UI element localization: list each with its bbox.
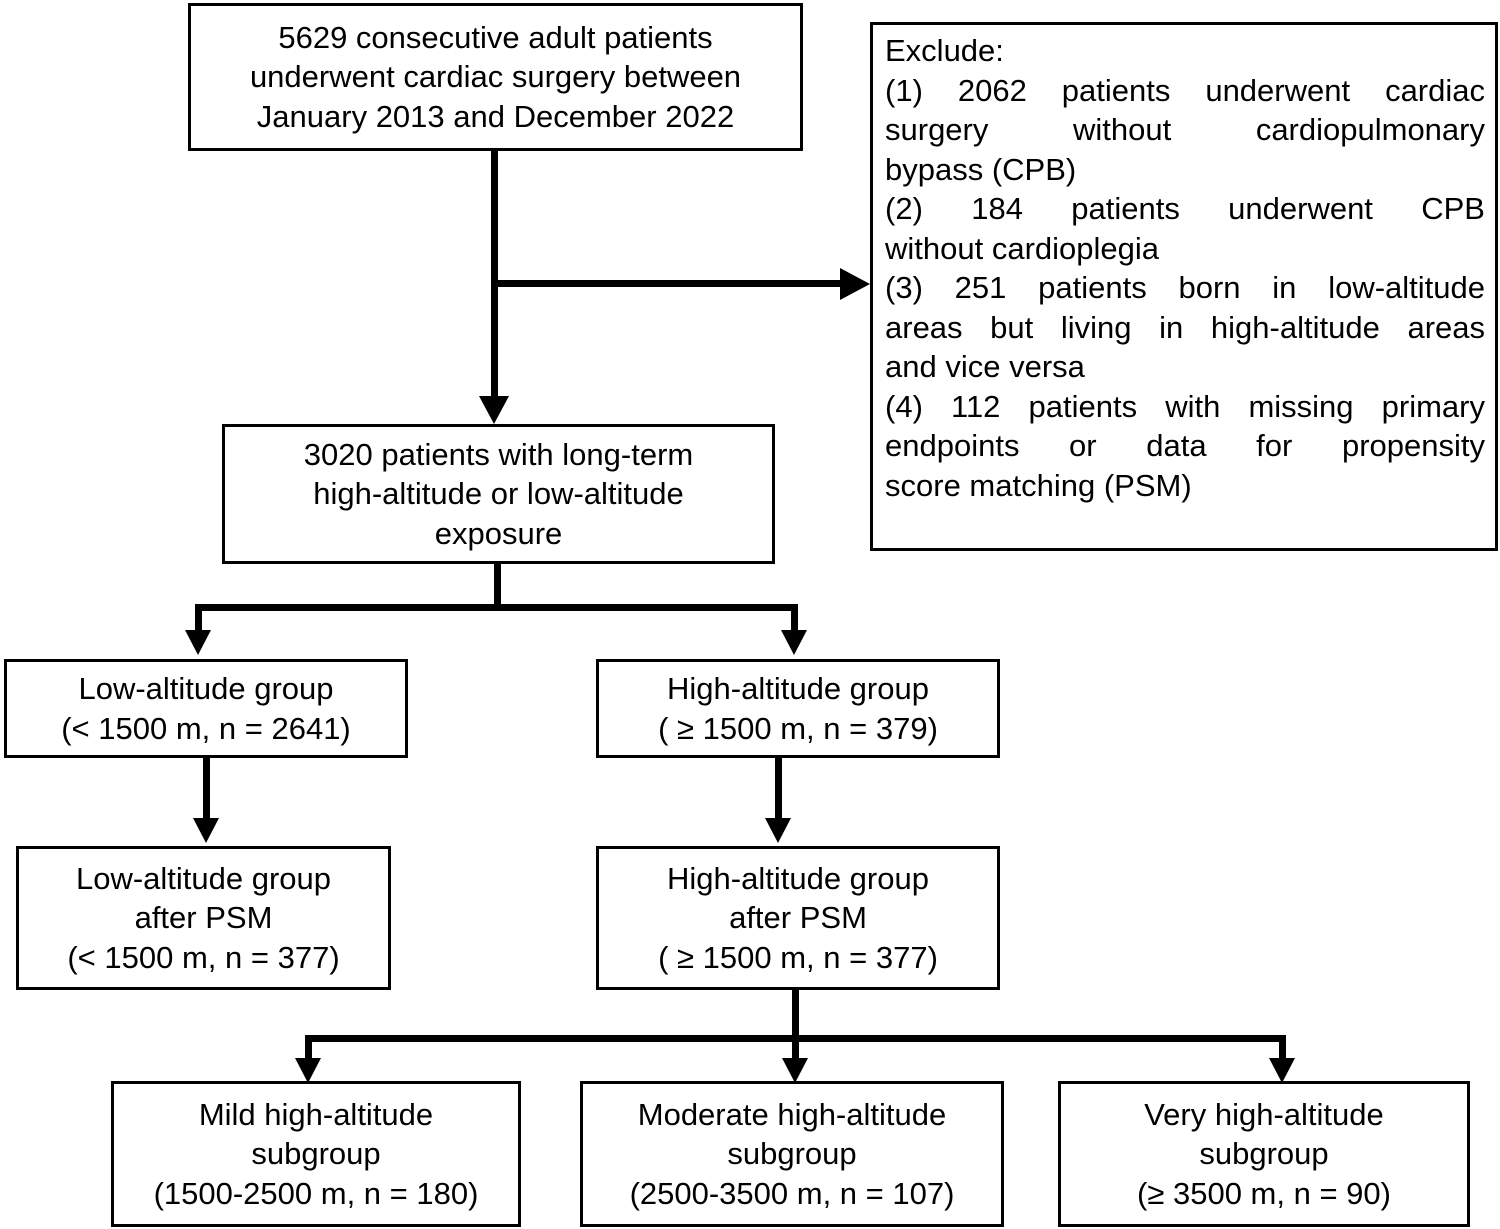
exclusion-item-4-line-2: endpoints or data for propensity <box>885 428 1485 464</box>
node-very-line-1: Very high-altitude <box>1144 1097 1384 1133</box>
node-moderate-line-2: subgroup <box>727 1136 857 1172</box>
node-high-psm-line-1: High-altitude group <box>667 861 929 897</box>
node-high-psm-line-3: ( ≥ 1500 m, n = 377) <box>658 939 938 975</box>
exclusion-item-1-line-2: surgery without cardiopulmonary <box>885 112 1485 148</box>
node-eligible-line-2: high-altitude or low-altitude <box>313 476 684 512</box>
node-high-altitude-group: High-altitude group ( ≥ 1500 m, n = 379) <box>596 659 1000 758</box>
arrowhead-to-mild-subgroup <box>295 1058 321 1083</box>
node-low-psm-line-3: (< 1500 m, n = 377) <box>67 939 340 975</box>
node-eligible-line-1: 3020 patients with long-term <box>303 437 694 473</box>
node-mild-line-1: Mild high-altitude <box>198 1097 434 1133</box>
connector-enrolled-to-exclusion <box>491 280 842 287</box>
node-low-altitude-line-2: (< 1500 m, n = 2641) <box>61 710 351 746</box>
exclusion-item-1-line-3: bypass (CPB) <box>885 151 1077 187</box>
node-moderate-line-3: (2500-3500 m, n = 107) <box>629 1175 955 1211</box>
node-high-altitude-line-2: ( ≥ 1500 m, n = 379) <box>658 710 938 746</box>
node-mild-line-3: (1500-2500 m, n = 180) <box>153 1175 479 1211</box>
arrowhead-to-very-subgroup <box>1269 1058 1295 1083</box>
connector-high-psm-stem <box>792 990 799 1040</box>
node-high-altitude-psm: High-altitude group after PSM ( ≥ 1500 m… <box>596 846 1000 990</box>
exclusion-item-3-line-2: areas but living in high-altitude areas <box>885 309 1485 345</box>
exclusion-item-4-line-1: (4) 112 patients with missing primary <box>885 388 1485 424</box>
node-enrolled-line-3: January 2013 and December 2022 <box>256 98 735 134</box>
exclusion-item-2-line-1: (2) 184 patients underwent CPB <box>885 191 1485 227</box>
node-low-psm-line-2: after PSM <box>134 900 273 936</box>
node-moderate-high-altitude-subgroup: Moderate high-altitude subgroup (2500-35… <box>580 1081 1004 1227</box>
node-enrolled-cohort: 5629 consecutive adult patients underwen… <box>188 3 803 151</box>
node-very-high-altitude-subgroup: Very high-altitude subgroup (≥ 3500 m, n… <box>1058 1081 1470 1227</box>
exclusion-heading: Exclude: <box>885 33 1004 68</box>
connector-eligible-to-low <box>195 604 202 636</box>
node-exclusion-criteria: Exclude: (1) 2062 patients underwent car… <box>870 22 1498 551</box>
node-very-line-3: (≥ 3500 m, n = 90) <box>1137 1175 1391 1211</box>
exclusion-item-1-line-1: (1) 2062 patients underwent cardiac <box>885 72 1485 108</box>
arrowhead-high-to-high-psm <box>765 818 791 843</box>
connector-low-to-low-psm <box>203 758 210 828</box>
arrowhead-enrolled-to-exclusion <box>840 268 870 300</box>
connector-to-moderate-subgroup <box>792 1035 799 1070</box>
connector-to-mild-subgroup <box>305 1035 312 1070</box>
connector-eligible-split-bar <box>195 604 798 611</box>
node-enrolled-line-1: 5629 consecutive adult patients <box>278 20 713 56</box>
exclusion-item-2-line-2: without cardioplegia <box>885 230 1160 266</box>
connector-eligible-stem <box>494 564 501 607</box>
exclusion-item-3-line-3: and vice versa <box>885 349 1085 385</box>
node-mild-high-altitude-subgroup: Mild high-altitude subgroup (1500-2500 m… <box>111 1081 521 1227</box>
node-high-altitude-line-1: High-altitude group <box>667 671 929 707</box>
exclusion-item-3-line-1: (3) 251 patients born in low-altitude <box>885 270 1485 306</box>
arrowhead-eligible-to-high <box>781 630 807 655</box>
connector-high-to-high-psm <box>775 758 782 828</box>
node-eligible-cohort: 3020 patients with long-term high-altitu… <box>222 424 775 564</box>
node-low-altitude-line-1: Low-altitude group <box>78 671 334 707</box>
arrowhead-low-to-low-psm <box>193 818 219 843</box>
node-enrolled-line-2: underwent cardiac surgery between <box>249 59 742 95</box>
node-eligible-line-3: exposure <box>434 515 563 551</box>
connector-to-very-subgroup <box>1279 1035 1286 1070</box>
arrowhead-enrolled-to-eligible <box>479 396 509 424</box>
exclusion-item-4-line-3: score matching (PSM) <box>885 467 1192 503</box>
arrowhead-to-moderate-subgroup <box>782 1058 808 1083</box>
node-low-altitude-group: Low-altitude group (< 1500 m, n = 2641) <box>4 659 408 758</box>
arrowhead-eligible-to-low <box>185 630 211 655</box>
connector-eligible-to-high <box>791 604 798 636</box>
node-moderate-line-1: Moderate high-altitude <box>637 1097 947 1133</box>
node-low-altitude-psm: Low-altitude group after PSM (< 1500 m, … <box>16 846 391 990</box>
node-low-psm-line-1: Low-altitude group <box>75 861 332 897</box>
node-mild-line-2: subgroup <box>251 1136 381 1172</box>
node-very-line-2: subgroup <box>1199 1136 1329 1172</box>
node-high-psm-line-2: after PSM <box>729 900 867 936</box>
